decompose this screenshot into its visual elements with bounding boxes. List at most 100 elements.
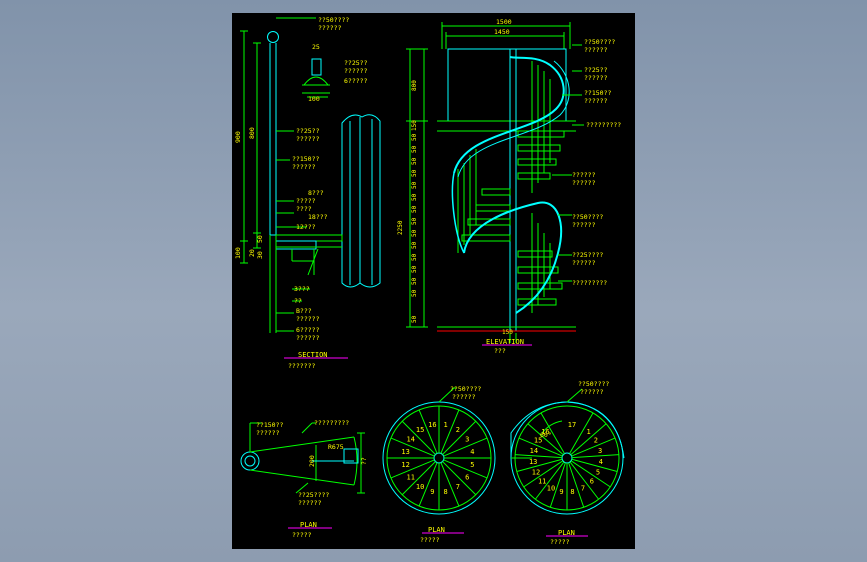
elevation-dim: 50 xyxy=(411,181,418,189)
section-callout: ?? xyxy=(294,297,302,305)
plan-mid-tread-line xyxy=(390,459,435,479)
plan-left-view xyxy=(240,422,365,494)
plan-mid-tread-line xyxy=(443,459,488,479)
elevation-callout: ?????? xyxy=(572,221,596,229)
section-callout: ????? xyxy=(296,197,316,205)
elevation-callout: ??150?? xyxy=(584,89,611,97)
plan-right-step-number: 1 xyxy=(586,428,590,436)
plan-right-step-number: 2 xyxy=(594,437,598,445)
plan-right-step-number: 13 xyxy=(529,458,537,466)
plan-mid-step-number: 2 xyxy=(456,426,460,434)
plan-left-callout: ??25???? xyxy=(298,491,329,499)
plan-mid-step-number: 7 xyxy=(456,483,460,491)
plan-mid-step-number: 12 xyxy=(401,461,409,469)
plan-mid-tread-line xyxy=(443,437,488,457)
plan-right-tread-line xyxy=(549,462,566,508)
drawing-sheet[interactable]: ??50???? ?????? ??25?? ?????? 6????? ??2… xyxy=(232,13,635,549)
elevation-subtitle: ??? xyxy=(494,347,506,355)
elevation-callout: ????????? xyxy=(586,121,621,129)
plan-right-step-number: 10 xyxy=(547,484,555,492)
plan-right-step-number: 5 xyxy=(596,469,600,477)
section-dim: 50 xyxy=(256,235,264,243)
section-dim: 100 xyxy=(234,247,242,259)
section-labels: ??50???? ?????? ??25?? ?????? 6????? ?? 2… xyxy=(292,16,368,342)
section-dim: 25 xyxy=(312,43,320,51)
section-dims: 900 800 25 100 50 20 30 100 xyxy=(234,43,320,259)
plan-right-tread-line xyxy=(570,423,607,456)
plan-mid-step-number: 5 xyxy=(470,461,474,469)
plan-left-callout: ??150?? xyxy=(256,421,283,429)
plan-right-step-number: 4 xyxy=(599,458,603,466)
plan-mid-step-number: 10 xyxy=(416,483,424,491)
section-title: SECTION xyxy=(298,351,328,359)
plan-right-step-number: 15 xyxy=(534,437,542,445)
section-callout: ??50???? xyxy=(318,16,349,24)
plan-right-tread-line xyxy=(571,458,618,472)
plan-mid-subtitle: ????? xyxy=(420,536,440,544)
plan-right-tread-line xyxy=(515,454,563,459)
elevation-dim-1500: 1500 xyxy=(496,18,512,26)
plan-right-step-number: 11 xyxy=(538,478,546,486)
plan-right-labels: ??50???? ?????? 60° xyxy=(540,380,609,439)
elevation-dim: 50 xyxy=(411,253,418,261)
elevation-callout: ??50???? xyxy=(572,213,603,221)
plan-right-tread-line xyxy=(568,462,585,508)
elevation-view xyxy=(406,22,584,343)
plan-mid-tread-line xyxy=(390,437,435,457)
section-callout: ?????? xyxy=(296,334,320,342)
elevation-callout: ?????? xyxy=(584,74,608,82)
section-callout: 8??? xyxy=(308,189,324,197)
elevation-callout: ?????? xyxy=(584,97,608,105)
plan-mid-callout: ?????? xyxy=(452,393,476,401)
section-subtitle: ??????? xyxy=(288,362,315,370)
plan-right-title: PLAN xyxy=(558,529,575,537)
plan-right-step-number: 16 xyxy=(541,428,549,436)
section-callout: ??150?? xyxy=(292,155,319,163)
plan-mid-step-number: 9 xyxy=(430,488,434,496)
section-callout: 6????? xyxy=(344,77,368,85)
elevation-callout: ??50???? xyxy=(584,38,615,46)
section-callout: ??25?? xyxy=(344,59,368,67)
plan-right-callout: ??50???? xyxy=(578,380,609,388)
drawing-canvas: ??50???? ?????? ??25?? ?????? 6????? ??2… xyxy=(234,16,625,546)
plan-mid-title: PLAN xyxy=(428,526,445,534)
plan-left-callout: ?????? xyxy=(256,429,280,437)
plan-mid-step-number: 14 xyxy=(407,436,415,444)
plan-right-tread-line xyxy=(518,437,563,457)
elevation-dim: 800 xyxy=(411,80,418,91)
plan-left-callout: ?????? xyxy=(298,499,322,507)
plan-right-tread-line xyxy=(569,412,594,454)
elevation-dim: 50 xyxy=(411,157,418,165)
elevation-dim: 50 xyxy=(411,133,418,141)
plan-mid-step-number: 4 xyxy=(470,448,474,456)
elevation-dim: 50 xyxy=(411,315,418,323)
section-callout: ?????? xyxy=(318,24,342,32)
plan-mid-tread-line xyxy=(418,462,438,507)
plan-mid-step-number: 11 xyxy=(407,473,415,481)
elevation-dim: 50 xyxy=(411,229,418,237)
plan-left-radius: R675 xyxy=(328,443,344,451)
plan-right-tread-line xyxy=(527,423,564,456)
plan-right-step-number: 17 xyxy=(568,421,576,429)
plan-right-step-number: 9 xyxy=(559,488,563,496)
plan-mid-step-number: 13 xyxy=(401,448,409,456)
plan-right-step-number: 6 xyxy=(590,478,594,486)
elevation-callout: ?????? xyxy=(572,259,596,267)
elevation-dim: 150 xyxy=(411,120,418,131)
plan-right-angle: 60° xyxy=(540,431,552,439)
section-dim: 30 xyxy=(256,251,264,259)
elevation-callout: ?????? xyxy=(572,171,596,179)
elevation-top-dims: 1500 1450 xyxy=(494,18,512,36)
plan-mid-tread-line xyxy=(440,462,460,507)
plan-right-tread-line xyxy=(569,461,600,500)
elevation-dim: 50 xyxy=(411,241,418,249)
plan-mid-step-number: 15 xyxy=(416,426,424,434)
plan-right-tread-line xyxy=(516,458,563,472)
plan-mid-step-number: 3 xyxy=(465,436,469,444)
section-callout: 3??? xyxy=(294,285,310,293)
section-callout: 6????? xyxy=(296,326,320,334)
elevation-dim: 50 xyxy=(411,277,418,285)
elevation-dim: 50 xyxy=(411,289,418,297)
